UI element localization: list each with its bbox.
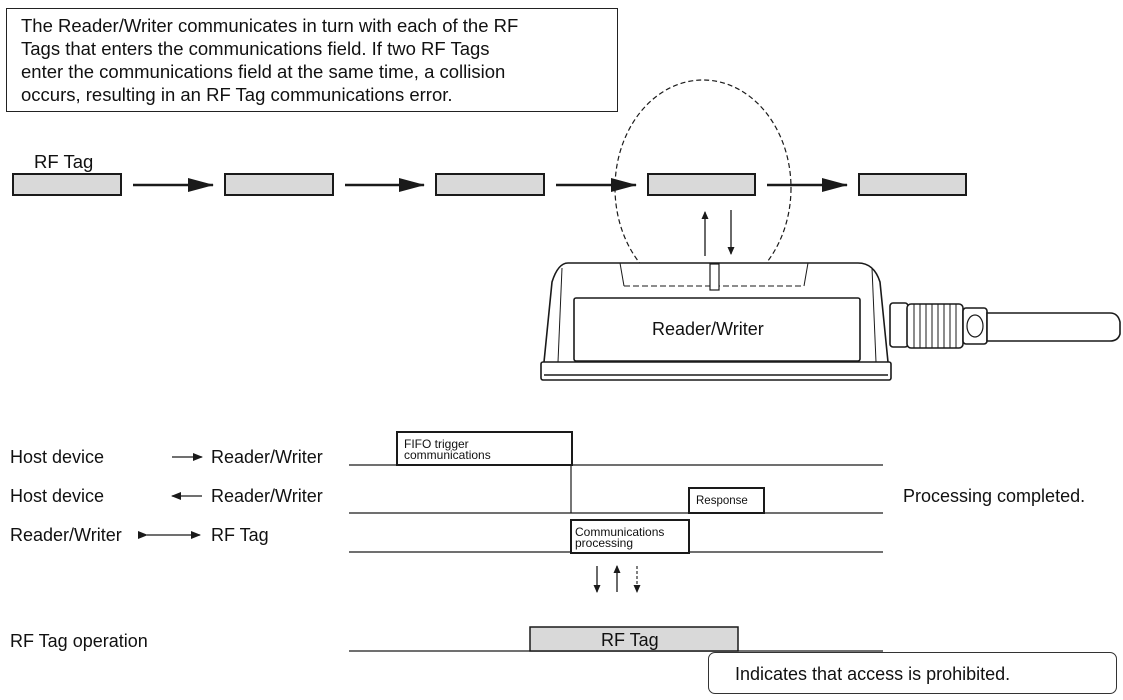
processing-completed-label: Processing completed. — [903, 486, 1086, 506]
legend-text: Indicates that access is prohibited. — [735, 664, 1011, 684]
row-2-left-label: Host device — [10, 486, 105, 506]
row-2-right-label: Reader/Writer — [211, 486, 323, 506]
fifo-line-1: FIFO trigger — [404, 437, 469, 451]
reader-writer-label: Reader/Writer — [652, 319, 764, 339]
note-line-4: occurs, resulting in an RF Tag communica… — [21, 84, 453, 105]
row-1-right-label: Reader/Writer — [211, 447, 323, 467]
rf-tag-1 — [12, 173, 122, 196]
note-line-3: enter the communications field at the sa… — [21, 61, 506, 82]
comm-line-1: Communications — [575, 525, 665, 539]
response-block — [688, 487, 765, 514]
rf-tag-2 — [224, 173, 334, 196]
comm-line-2: processing — [575, 536, 634, 550]
rf-tag-row — [12, 173, 967, 196]
timing-chart — [349, 431, 883, 652]
legend-box — [708, 652, 1117, 694]
fifo-trigger-block — [396, 431, 573, 466]
operation-label: RF Tag operation — [10, 631, 148, 651]
rf-tag-4 — [647, 173, 756, 196]
note-line-1: The Reader/Writer communicates in turn w… — [21, 15, 519, 36]
rf-tag-block-label: RF Tag — [601, 630, 659, 650]
reader-writer-device — [540, 262, 1121, 381]
fifo-line-2: communications — [404, 448, 491, 462]
row-1-left-label: Host device — [10, 447, 105, 467]
row-3-right-label: RF Tag — [211, 525, 269, 545]
rf-tag-operation-block — [529, 626, 739, 652]
note-line-2: Tags that enters the communications fiel… — [21, 38, 490, 59]
rf-tag-5 — [858, 173, 967, 196]
explanation-note: The Reader/Writer communicates in turn w… — [6, 8, 618, 112]
response-label: Response — [696, 495, 748, 507]
communications-processing-block — [570, 519, 690, 554]
rf-tag-label: RF Tag — [34, 151, 94, 172]
row-3-left-label: Reader/Writer — [10, 525, 122, 545]
rf-tag-3 — [435, 173, 545, 196]
